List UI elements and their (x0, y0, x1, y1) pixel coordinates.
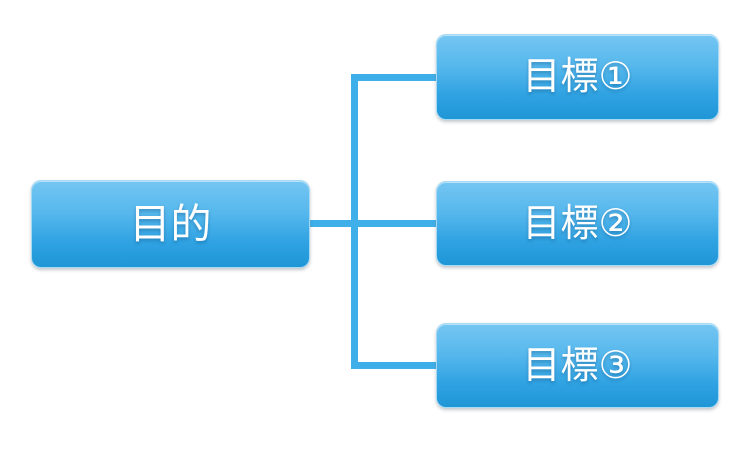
node-purpose-label: 目的 (129, 200, 212, 247)
node-goal-1-label: 目標① (522, 56, 633, 98)
node-goal-3: 目標③ (436, 323, 719, 408)
node-goal-3-label: 目標③ (522, 344, 633, 387)
connector-vertical-trunk (351, 74, 358, 369)
node-goal-2: 目標② (436, 181, 719, 266)
node-purpose: 目的 (31, 180, 310, 268)
node-goal-1: 目標① (436, 34, 719, 120)
node-goal-2-label: 目標② (522, 202, 633, 245)
connector-trunk-to-goal1 (351, 74, 436, 81)
connector-root-to-trunk (310, 220, 436, 227)
connector-trunk-to-goal3 (351, 362, 436, 369)
